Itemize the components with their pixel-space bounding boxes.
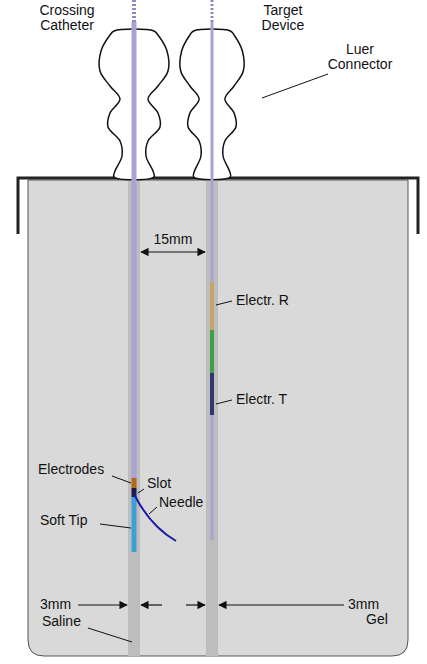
- dimension-arrow: [219, 604, 344, 605]
- crossing-catheter: [132, 22, 137, 478]
- dimension-arrow: [141, 604, 162, 605]
- part-name: Needle: [159, 495, 219, 510]
- part-name: Slot: [147, 476, 187, 491]
- dimension-arrow: [186, 604, 205, 605]
- part-name: Soft Tip: [40, 513, 110, 528]
- part-name: Crossing Catheter: [28, 3, 106, 33]
- dimension-arrow: [78, 604, 127, 605]
- electrode-t: [210, 373, 214, 415]
- soft-tip: [132, 497, 137, 552]
- catheter-tail: [132, 0, 136, 22]
- leader-lines: [88, 74, 328, 642]
- electrode-middle: [210, 330, 214, 373]
- leader-line: [216, 400, 232, 404]
- dimension-arrows: [78, 252, 344, 605]
- leader-line: [88, 628, 132, 642]
- device-tail: [211, 0, 214, 22]
- region-label: Gel: [366, 612, 406, 627]
- dimension-arrow: [141, 251, 205, 252]
- part-name: Electrodes: [38, 462, 118, 477]
- leader-line: [100, 524, 131, 528]
- electrode-r: [210, 282, 214, 330]
- dimension-label: 15mm: [146, 232, 200, 247]
- leader-line: [149, 507, 157, 514]
- dimension-label: 3mm: [40, 597, 80, 612]
- leader-line: [262, 74, 328, 98]
- part-name: Electr. T: [236, 392, 316, 407]
- part-name: Luer Connector: [318, 42, 402, 72]
- part-name: Target Device: [248, 3, 318, 33]
- part-name: Saline: [42, 614, 102, 629]
- leader-line: [112, 476, 131, 483]
- gel-container: [28, 180, 408, 656]
- dimension-label: 3mm: [348, 597, 388, 612]
- leader-line: [216, 301, 232, 305]
- part-name: Electr. R: [236, 293, 316, 308]
- catheter-electrodes: [132, 478, 137, 488]
- target-device: [211, 22, 214, 540]
- leader-line: [138, 489, 144, 493]
